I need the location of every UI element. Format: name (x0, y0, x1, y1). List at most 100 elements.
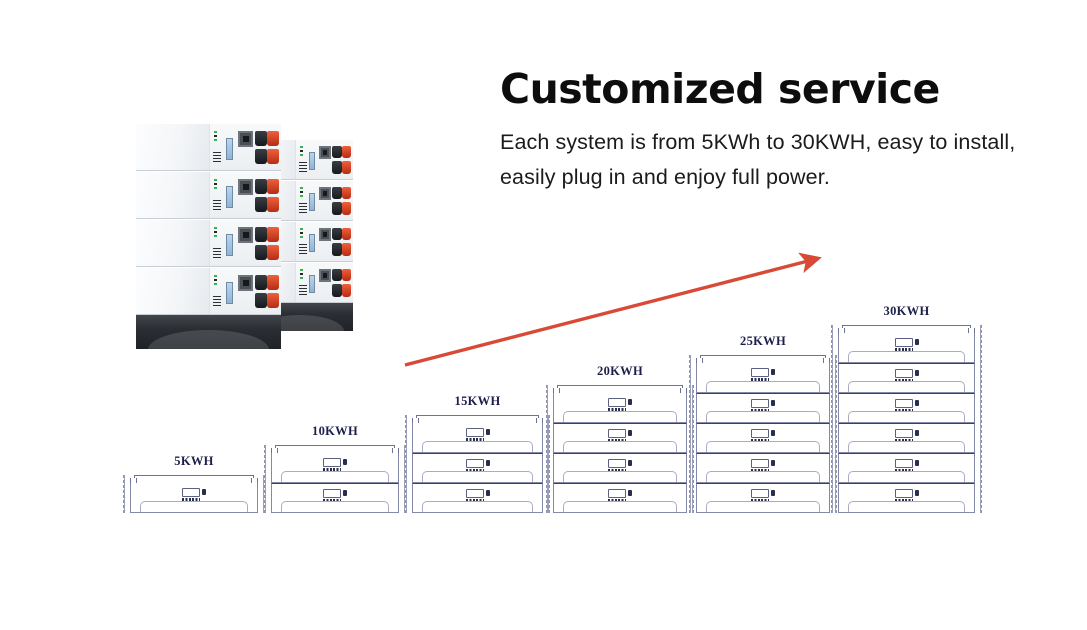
display-screen-icon (894, 338, 913, 351)
display-screen-icon (323, 458, 341, 471)
display-screen-icon (608, 489, 626, 502)
terminal-group (254, 226, 279, 262)
module-body (136, 220, 209, 266)
comm-port-icon (238, 179, 254, 195)
module-tray (848, 501, 965, 512)
depth-rail (258, 475, 264, 513)
module-front-panel (208, 220, 281, 266)
depth-rail (975, 325, 982, 513)
terminal-group (254, 130, 279, 166)
status-indicator-icon (628, 490, 632, 496)
stack-label: 25KWH (740, 334, 786, 348)
depth-rail (123, 475, 130, 513)
module-display (465, 459, 490, 472)
depth-rail (124, 475, 130, 513)
diagram-module (838, 423, 975, 453)
module-body (136, 268, 209, 314)
led-indicator-icon (213, 179, 217, 191)
module-tray (706, 501, 820, 512)
diagram-module (412, 483, 543, 513)
module-tray (280, 471, 390, 482)
diagram-module (696, 393, 830, 423)
terminal-group (332, 145, 352, 175)
status-indicator-icon (485, 429, 490, 435)
depth-rail (405, 415, 412, 513)
capacity-stack-10kwh: 10KWH (264, 424, 406, 513)
terminal-pair (332, 202, 352, 215)
vent-bars-icon (213, 295, 222, 308)
led-indicator-icon (299, 269, 303, 281)
diagram-module (696, 483, 830, 513)
diagram-module (412, 453, 543, 483)
lcd-display (225, 281, 234, 304)
stack-top-cap (553, 385, 687, 395)
depth-rail (547, 385, 553, 513)
module-front-panel (295, 181, 353, 220)
module-tray (563, 441, 677, 452)
vent-bars-icon (299, 161, 308, 174)
module-display (751, 399, 775, 412)
depth-rail (690, 355, 696, 513)
module-display (751, 459, 775, 472)
comm-port-icon (238, 227, 254, 243)
stack-top-cap (696, 355, 830, 365)
module-tray (848, 351, 965, 362)
capacity-stack-15kwh: 15KWH (405, 394, 550, 513)
module-tray (848, 411, 965, 422)
led-indicator-icon (299, 146, 303, 158)
stack-label: 10KWH (312, 424, 358, 438)
module-tray (563, 501, 677, 512)
module-tray (422, 441, 533, 452)
module-tray (848, 471, 965, 482)
status-indicator-icon (771, 369, 775, 375)
module-tray (563, 471, 677, 482)
terminal-pair (254, 131, 279, 146)
lcd-display (225, 233, 234, 256)
lcd-display (309, 192, 315, 212)
comm-port-icon (318, 269, 331, 283)
battery-module (136, 219, 281, 267)
status-indicator-icon (914, 339, 919, 345)
display-screen-icon (182, 488, 200, 501)
battery-module (136, 171, 281, 219)
capacity-stack-20kwh: 20KWH (546, 364, 694, 513)
led-indicator-icon (213, 275, 217, 287)
module-display (751, 429, 775, 442)
battery-tower-front (136, 123, 281, 349)
diagram-module (696, 453, 830, 483)
terminal-group (332, 268, 352, 298)
capacity-stack-5kwh: 5KWH (123, 454, 265, 513)
terminal-pair (332, 269, 352, 282)
terminal-pair (254, 227, 279, 242)
display-screen-icon (323, 489, 341, 502)
status-indicator-icon (914, 370, 919, 376)
status-indicator-icon (628, 430, 632, 436)
depth-rail (265, 445, 271, 513)
terminal-pair (254, 275, 279, 290)
comm-port-icon (238, 131, 254, 147)
depth-rail (399, 445, 405, 513)
status-indicator-icon (485, 490, 490, 496)
display-screen-icon (894, 399, 913, 412)
terminal-pair (332, 161, 352, 174)
depth-rail (264, 445, 271, 513)
module-tray (848, 441, 965, 452)
module-display (465, 489, 490, 502)
status-indicator-icon (771, 430, 775, 436)
display-screen-icon (894, 429, 913, 442)
lcd-display (309, 274, 315, 294)
vent-bars-icon (299, 284, 308, 297)
stack-label: 30KWH (883, 304, 930, 318)
depth-rail (832, 325, 838, 513)
module-front-panel (208, 124, 281, 170)
module-display (894, 369, 919, 382)
display-screen-icon (751, 368, 769, 381)
module-front-panel (295, 222, 353, 261)
terminal-pair (332, 243, 352, 256)
terminal-group (254, 274, 279, 310)
module-tray (706, 381, 820, 392)
depth-rail (689, 355, 696, 513)
module-body (136, 172, 209, 218)
stack-top-cap (838, 325, 975, 335)
